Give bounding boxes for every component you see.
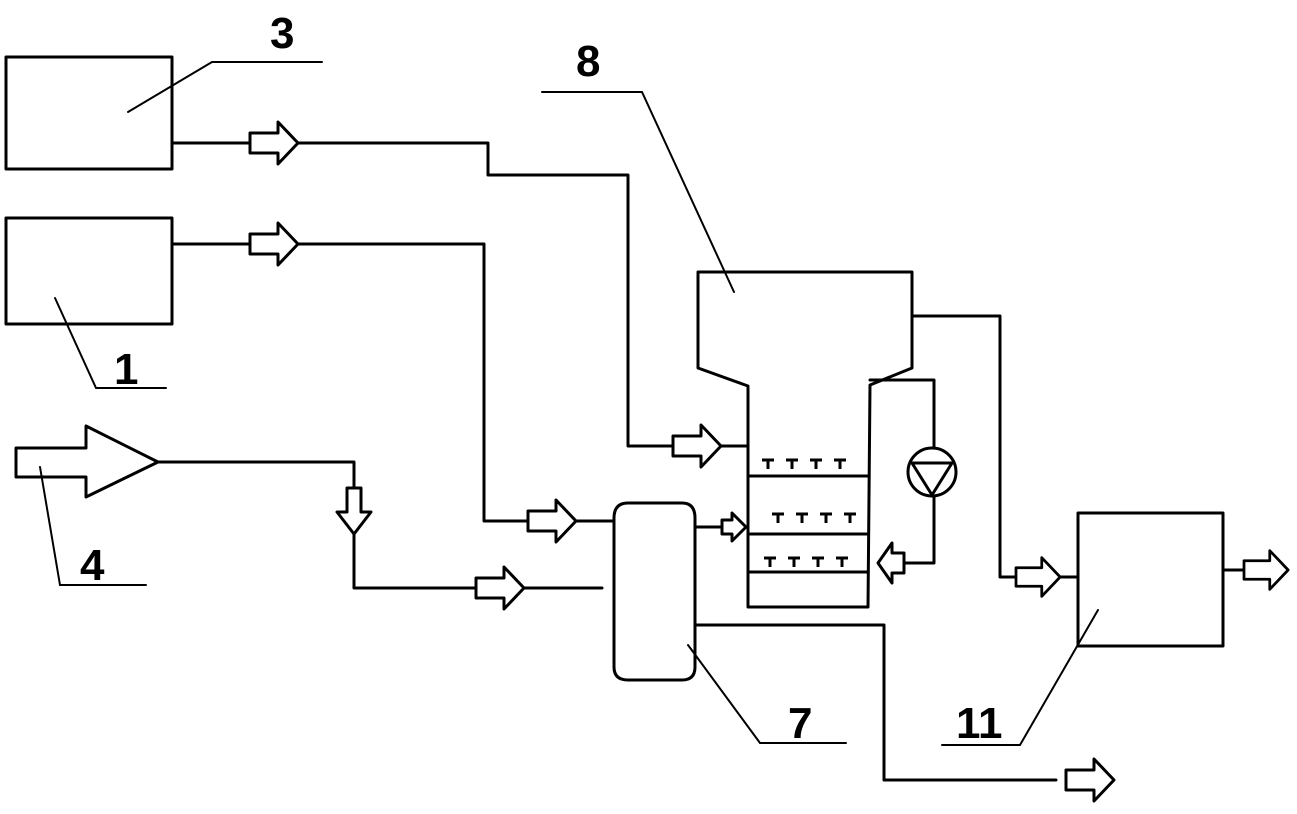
flow-arrow-icon	[474, 565, 526, 611]
flow-arrow-icon	[720, 511, 748, 543]
flow-arrow-icon	[671, 423, 723, 469]
unit-4-inlet-arrow	[14, 424, 160, 499]
label-unit-4: 4	[80, 541, 105, 590]
flow-arrow-icon	[248, 221, 300, 267]
line-4-main	[156, 460, 356, 490]
flow-arrow-icon	[1242, 549, 1290, 591]
label-unit-11: 11	[956, 699, 1003, 748]
line-3-to-column	[170, 141, 677, 448]
pump-icon	[906, 446, 958, 498]
leader-line-4	[39, 466, 147, 586]
pump-triangle	[910, 461, 954, 497]
unit-7-vessel	[612, 501, 697, 682]
leader-line-11	[941, 609, 1099, 746]
line-1-to-unit-7	[170, 242, 532, 523]
flow-arrow-icon	[248, 120, 300, 166]
label-unit-3: 3	[270, 9, 294, 58]
leader-line-7	[687, 644, 847, 744]
unit-8-column	[696, 270, 914, 609]
flow-arrow-icon	[876, 541, 906, 585]
line-8-to-unit-11	[910, 314, 1020, 579]
label-unit-1: 1	[114, 345, 138, 394]
unit-3-box	[4, 55, 174, 171]
flow-arrow-icon	[335, 486, 373, 536]
leader-line-1	[54, 297, 167, 389]
line-4-to-unit-7	[352, 532, 480, 590]
label-unit-7: 7	[788, 699, 812, 748]
line-7-outlet	[693, 623, 1058, 782]
flow-arrow-icon	[1014, 556, 1062, 598]
column-trays	[746, 474, 870, 574]
recirculation-line-top	[868, 378, 936, 449]
label-unit-8: 8	[576, 37, 600, 86]
leader-line-8	[541, 91, 735, 293]
unit-11-box	[1076, 511, 1225, 648]
leader-line-3	[127, 61, 323, 113]
flow-arrow-icon	[526, 498, 578, 544]
unit-1-box	[4, 216, 174, 326]
recirculation-line-bottom	[902, 494, 936, 565]
flow-arrow-icon	[1066, 759, 1114, 801]
